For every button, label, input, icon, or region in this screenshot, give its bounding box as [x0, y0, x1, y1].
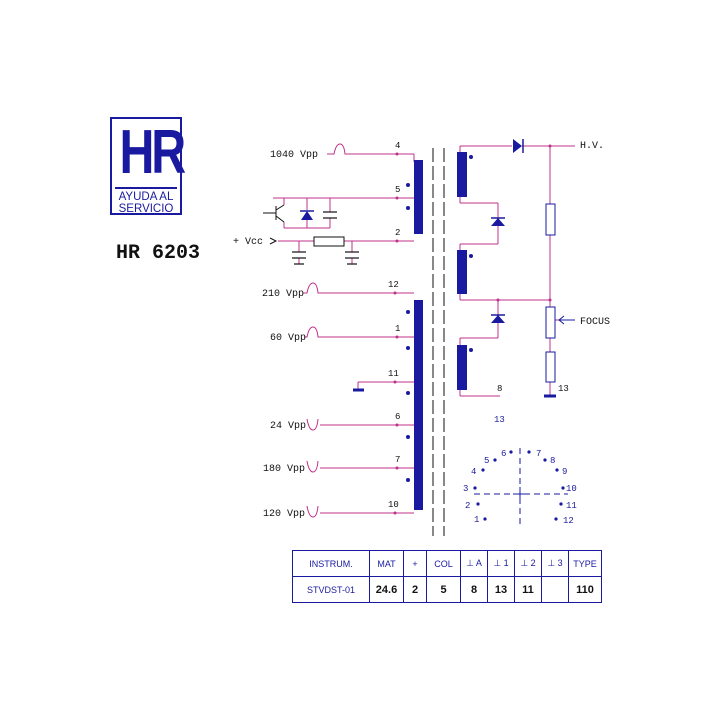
value-gnd-1: 13: [487, 576, 515, 603]
pin-6: 6: [395, 412, 400, 422]
spec-value-row: STVDST-01 24.6 2 5 8 13 11 110: [292, 576, 602, 603]
label-120vpp: 120 Vpp: [263, 509, 305, 520]
pin-4: 4: [395, 141, 400, 151]
logo-line1: AYUDA AL: [118, 191, 174, 203]
pin-1: 1: [395, 324, 400, 334]
header-gnd-1: ⊥ 1: [487, 550, 515, 577]
header-mat: MAT: [369, 550, 404, 577]
logo-divider: [115, 187, 177, 189]
value-type: 110: [568, 576, 602, 603]
pin-7: 7: [395, 455, 400, 465]
socket-pin-4: 4: [471, 467, 476, 477]
header-type: TYPE: [568, 550, 602, 577]
pin-13: 13: [558, 384, 569, 394]
label-180vpp: 180 Vpp: [263, 464, 305, 475]
pin-10: 10: [388, 500, 399, 510]
value-plus: 2: [403, 576, 427, 603]
value-gnd-3: [541, 576, 569, 603]
socket-pin-10: 10: [566, 484, 577, 494]
label-hv: H.V.: [580, 141, 604, 152]
socket-pin-9: 9: [562, 467, 567, 477]
label-vcc: + Vcc: [233, 237, 263, 248]
header-gnd-a: ⊥ A: [460, 550, 488, 577]
socket-pin-2: 2: [465, 501, 470, 511]
label-60vpp: 60 Vpp: [270, 333, 306, 344]
value-mat: 24.6: [369, 576, 404, 603]
label-focus: FOCUS: [580, 317, 610, 328]
socket-pin-7: 7: [536, 449, 541, 459]
socket-pin-3: 3: [463, 484, 468, 494]
socket-label-13: 13: [494, 415, 505, 425]
pin-8: 8: [497, 384, 502, 394]
value-gnd-a: 8: [460, 576, 488, 603]
hr-logo: HR AYUDA AL SERVICIO: [110, 117, 186, 215]
value-col: 5: [426, 576, 461, 603]
header-gnd-3: ⊥ 3: [541, 550, 569, 577]
header-gnd-2: ⊥ 2: [514, 550, 542, 577]
logo-line2: SERVICIO: [118, 203, 174, 215]
socket-pin-5: 5: [484, 456, 489, 466]
socket-pin-12: 12: [563, 516, 574, 526]
header-col: COL: [426, 550, 461, 577]
model-title: HR 6203: [116, 242, 201, 265]
spec-table: INSTRUM. MAT + COL ⊥ A ⊥ 1 ⊥ 2 ⊥ 3 TYPE …: [292, 550, 602, 603]
socket-pin-11: 11: [566, 501, 577, 511]
socket-pin-1: 1: [474, 515, 479, 525]
label-1040vpp: 1040 Vpp: [270, 150, 318, 161]
value-instrum: STVDST-01: [292, 576, 370, 603]
pin-11: 11: [388, 369, 399, 379]
header-instrum: INSTRUM.: [292, 550, 370, 577]
pin-12: 12: [388, 280, 399, 290]
label-210vpp: 210 Vpp: [262, 289, 304, 300]
value-gnd-2: 11: [514, 576, 542, 603]
header-plus: +: [403, 550, 427, 577]
label-24vpp: 24 Vpp: [270, 421, 306, 432]
socket-pinout: 13 1 2 3 4 5 6 7 8 9 10 11 12: [463, 415, 577, 528]
spec-header-row: INSTRUM. MAT + COL ⊥ A ⊥ 1 ⊥ 2 ⊥ 3 TYPE: [292, 550, 602, 577]
pin-2: 2: [395, 228, 400, 238]
socket-pin-8: 8: [550, 456, 555, 466]
socket-pin-6: 6: [501, 449, 506, 459]
pin-5: 5: [395, 185, 400, 195]
